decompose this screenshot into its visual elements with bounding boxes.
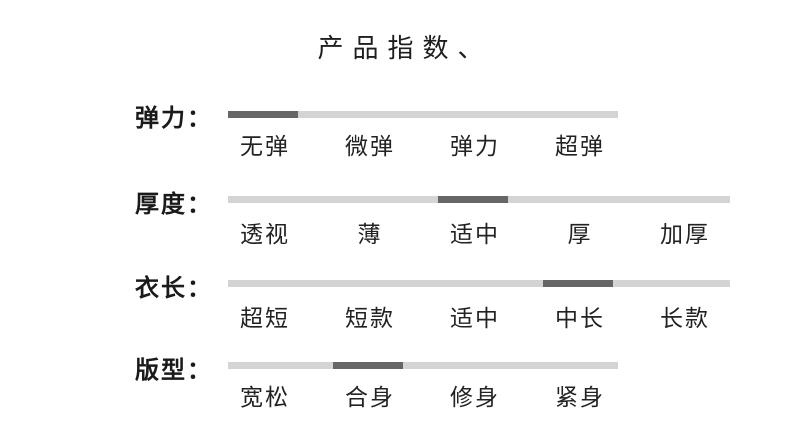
option-label: 适中 [450, 222, 500, 248]
option-label: 中长 [555, 306, 605, 332]
option-label: 宽松 [240, 385, 290, 411]
option-label: 微弹 [345, 134, 395, 160]
page-title: 产品指数、 [317, 34, 493, 64]
row-label: 弹力： [135, 104, 213, 132]
option-label: 修身 [450, 385, 500, 411]
option-label: 加厚 [660, 222, 710, 248]
selected-marker [543, 280, 613, 287]
index-track [228, 196, 730, 203]
selected-marker [333, 362, 403, 369]
option-label: 适中 [450, 306, 500, 332]
option-label: 厚 [567, 222, 593, 248]
option-label: 长款 [660, 306, 710, 332]
index-track [228, 362, 618, 369]
option-label: 紧身 [555, 385, 605, 411]
row-label: 衣长： [135, 274, 213, 302]
option-label: 无弹 [240, 134, 290, 160]
option-label: 合身 [345, 385, 395, 411]
option-label: 弹力 [450, 134, 500, 160]
row-label: 厚度： [135, 190, 213, 218]
index-track [228, 280, 730, 287]
index-track [228, 111, 618, 118]
selected-marker [228, 111, 298, 118]
option-label: 短款 [345, 306, 395, 332]
option-label: 超短 [240, 306, 290, 332]
row-label: 版型： [135, 356, 213, 384]
option-label: 透视 [240, 222, 290, 248]
option-label: 超弹 [555, 134, 605, 160]
option-label: 薄 [357, 222, 383, 248]
selected-marker [438, 196, 508, 203]
